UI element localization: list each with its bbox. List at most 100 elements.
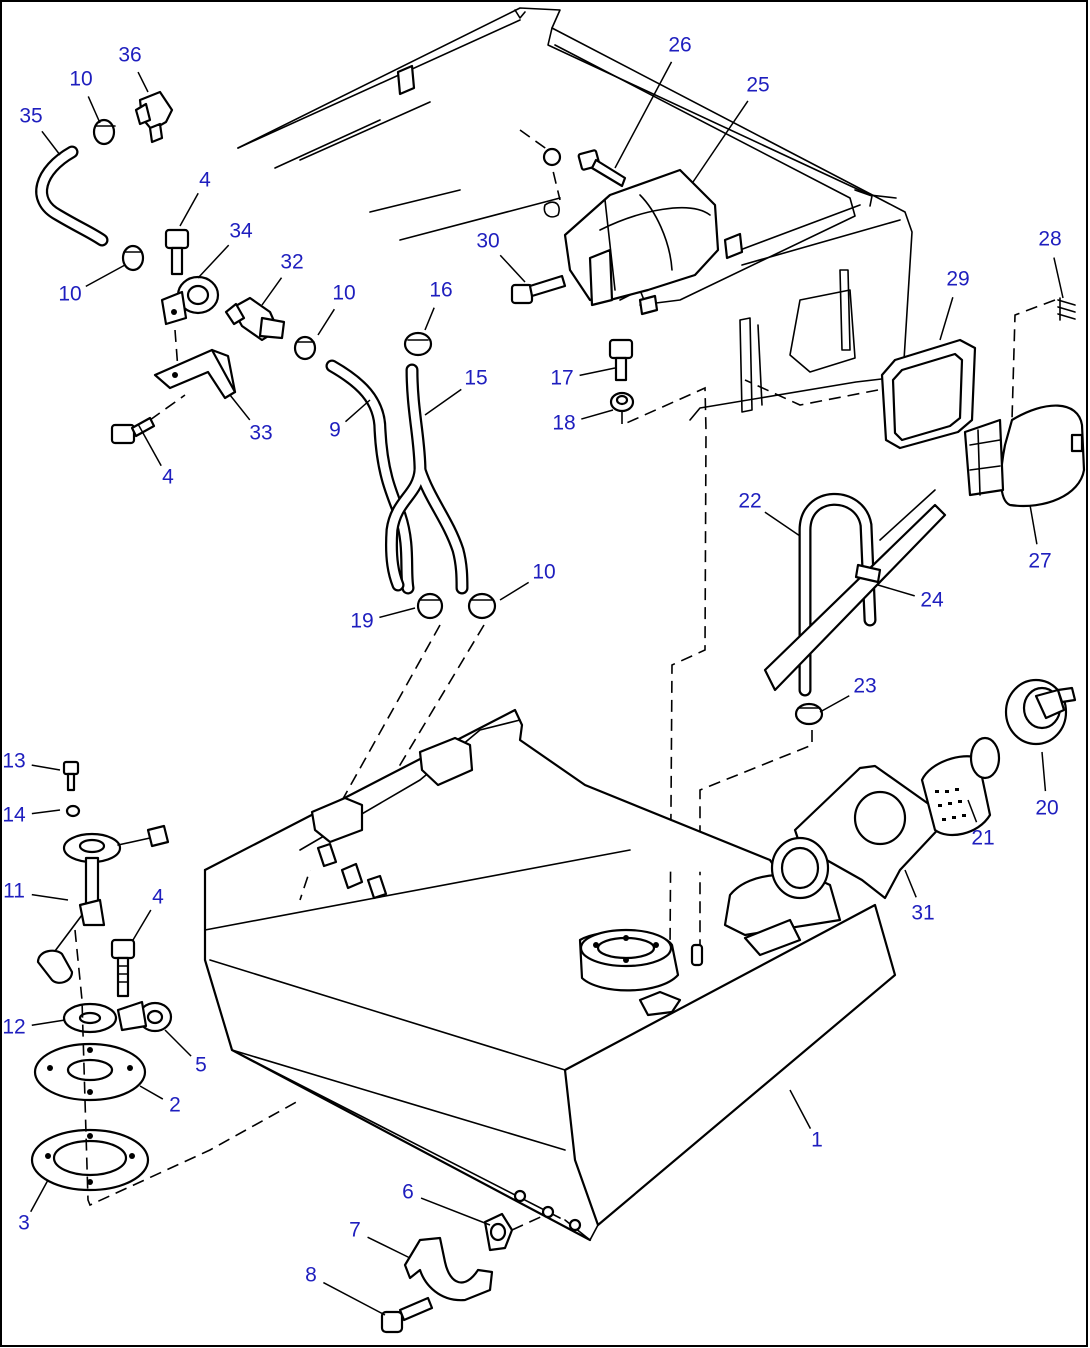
leader-line xyxy=(1041,751,1047,792)
clamp-16 xyxy=(403,331,433,357)
assembly-line-33 xyxy=(149,394,186,421)
strap-24 xyxy=(763,489,947,692)
callout-number: 24 xyxy=(920,589,944,612)
callout-c24: 24 xyxy=(877,584,944,612)
nut-25 xyxy=(543,201,560,218)
callout-number: 17 xyxy=(550,367,573,390)
washer-14 xyxy=(65,804,81,818)
callout-number: 27 xyxy=(1028,550,1051,573)
leader-line xyxy=(764,511,801,537)
callout-number: 16 xyxy=(429,279,452,302)
callout-c18: 18 xyxy=(552,409,614,435)
assembly-line-17 xyxy=(621,386,707,951)
leader-line xyxy=(87,96,101,124)
callout-number: 29 xyxy=(946,268,969,291)
clip-34 xyxy=(160,275,220,326)
leader-line xyxy=(164,1029,192,1057)
callout-number: 30 xyxy=(476,230,499,253)
callout-c16: 16 xyxy=(424,279,453,331)
leader-line xyxy=(132,909,152,941)
callout-c10a: 10 xyxy=(69,68,101,124)
callout-number: 28 xyxy=(1038,228,1061,251)
callout-number: 2 xyxy=(169,1094,181,1117)
u-bolt-22 xyxy=(798,492,877,697)
leader-line xyxy=(137,423,162,467)
callout-c36: 36 xyxy=(118,44,149,93)
bolt-30 xyxy=(510,274,567,305)
leader-line xyxy=(579,367,616,377)
callout-c15: 15 xyxy=(424,367,488,416)
callout-number: 4 xyxy=(162,466,174,489)
hose-35 xyxy=(35,145,109,247)
callout-number: 31 xyxy=(911,902,934,925)
assembly-line-23 xyxy=(699,730,813,960)
callout-number: 22 xyxy=(738,490,761,513)
clamp-10-lower xyxy=(467,592,497,620)
callout-c20: 20 xyxy=(1035,751,1059,820)
callout-c28: 28 xyxy=(1038,228,1064,299)
leader-line xyxy=(789,1089,812,1129)
callout-c17: 17 xyxy=(550,367,616,390)
cover-27 xyxy=(963,404,1086,508)
leader-line xyxy=(344,399,371,423)
callout-c26: 26 xyxy=(614,34,692,169)
callout-c23: 23 xyxy=(819,675,877,713)
machine-frame-outline xyxy=(237,7,913,421)
callout-number: 18 xyxy=(552,412,575,435)
callout-number: 33 xyxy=(249,422,272,445)
leader-line xyxy=(323,1281,386,1316)
leader-line xyxy=(581,409,614,420)
leader-line xyxy=(499,581,530,601)
callout-number: 10 xyxy=(69,68,92,91)
gasket-12 xyxy=(62,1002,118,1034)
callout-number: 3 xyxy=(18,1212,30,1235)
leader-line xyxy=(1029,504,1038,545)
callout-c4b: 4 xyxy=(137,423,174,489)
callout-c10c: 10 xyxy=(317,282,356,336)
leader-line xyxy=(379,607,416,619)
leader-line xyxy=(85,264,126,288)
callout-c4c: 4 xyxy=(132,886,164,941)
spring-28 xyxy=(1057,297,1076,321)
assembly-line-28 xyxy=(1011,299,1056,421)
callout-number: 25 xyxy=(746,74,769,97)
assembly-line-19 xyxy=(299,624,441,901)
elbow-fitting-36 xyxy=(134,90,174,144)
callout-number: 20 xyxy=(1035,797,1058,820)
callout-number: 35 xyxy=(19,105,42,128)
clamp-19 xyxy=(416,592,444,620)
callout-c2: 2 xyxy=(139,1085,181,1117)
callout-number: 26 xyxy=(668,34,691,57)
callout-c10b: 10 xyxy=(58,264,126,306)
leader-line xyxy=(967,799,978,823)
callout-number: 10 xyxy=(332,282,355,305)
leader-line xyxy=(31,893,69,901)
leader-line xyxy=(137,71,149,93)
callout-c34: 34 xyxy=(197,220,253,279)
nut-23 xyxy=(794,702,824,726)
callout-c21: 21 xyxy=(967,799,995,850)
leader-line xyxy=(424,388,462,416)
callout-number: 11 xyxy=(3,880,25,903)
callout-number: 9 xyxy=(329,419,341,442)
plate-31 xyxy=(793,764,947,900)
callout-number: 4 xyxy=(152,886,164,909)
leader-line xyxy=(614,61,673,169)
assembly-line-34 xyxy=(174,329,179,371)
gasket-29 xyxy=(880,338,977,450)
leader-line xyxy=(939,297,954,341)
callout-c9: 9 xyxy=(329,399,371,442)
fuel-cap-20 xyxy=(1004,678,1077,746)
callout-c4a: 4 xyxy=(179,169,211,227)
leader-line xyxy=(367,1236,411,1259)
bracket-7 xyxy=(403,1236,494,1302)
washer-26 xyxy=(542,147,562,167)
bracket-33 xyxy=(153,348,237,400)
callout-c22: 22 xyxy=(738,490,801,537)
leader-line xyxy=(139,1085,164,1100)
callout-number: 19 xyxy=(350,610,373,633)
leader-line xyxy=(1053,257,1064,299)
callout-number: 14 xyxy=(2,804,26,827)
